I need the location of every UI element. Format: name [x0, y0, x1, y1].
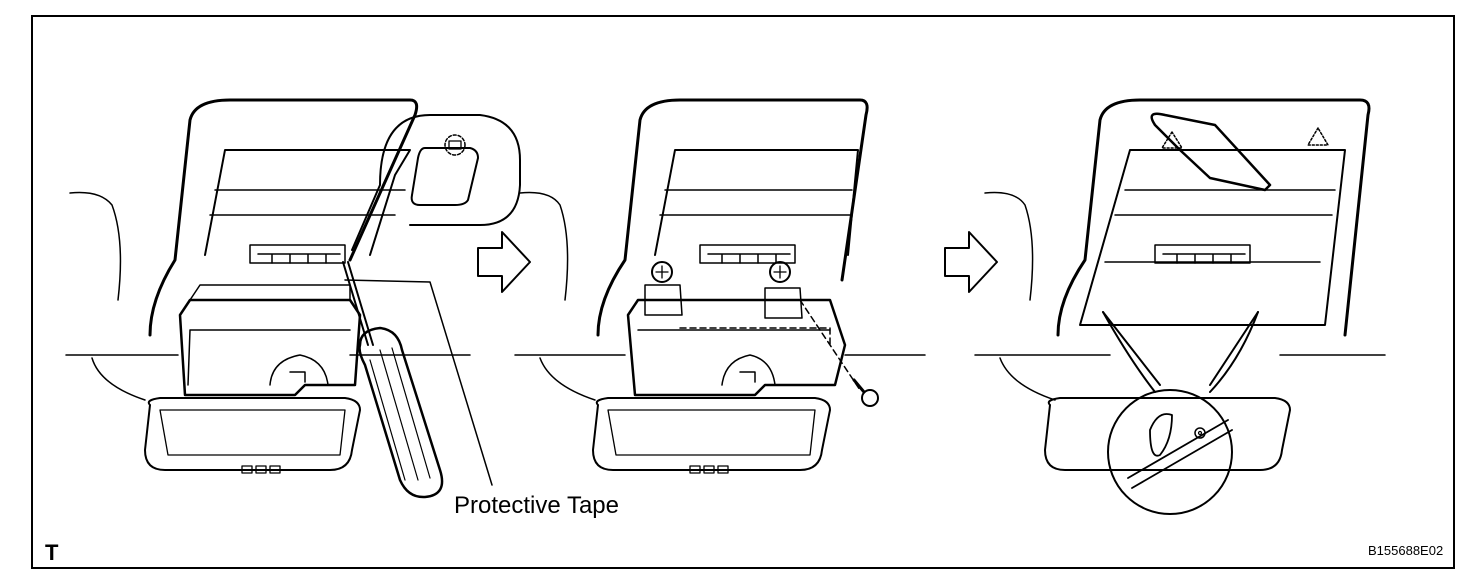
- step-arrow-1: [477, 231, 531, 293]
- diagram-frame: [31, 15, 1455, 569]
- panel-3-detach-clips: [974, 98, 1386, 515]
- screw-icon: [852, 378, 879, 407]
- figure-code: B155688E02: [1368, 543, 1444, 558]
- step-arrow-2: [944, 231, 998, 293]
- protective-tape-leader: [344, 279, 493, 486]
- lamp-unit-box-2: [626, 298, 847, 397]
- rearview-mirror: [144, 397, 361, 471]
- panel-2-remove-screws: [514, 98, 926, 474]
- console-housing-outline-3: [1056, 98, 1371, 337]
- corner-mark: T: [45, 540, 59, 565]
- console-housing-outline: [148, 98, 419, 337]
- rearview-mirror-2: [592, 397, 831, 471]
- lamp-unit-box: [178, 298, 362, 397]
- screwdriver-icon: [342, 261, 444, 499]
- console-housing-outline-2: [596, 98, 869, 337]
- detail-callout-bubble: [351, 114, 521, 251]
- clip-marker-2: [1307, 127, 1329, 146]
- clip-marker-1: [1161, 131, 1183, 149]
- protective-tape-label: Protective Tape: [454, 492, 619, 519]
- rearview-mirror-3: [1044, 397, 1291, 471]
- detail-magnifier: [1107, 389, 1233, 515]
- cover-flap: [1150, 112, 1272, 192]
- panel-1-remove-cover: [65, 98, 521, 499]
